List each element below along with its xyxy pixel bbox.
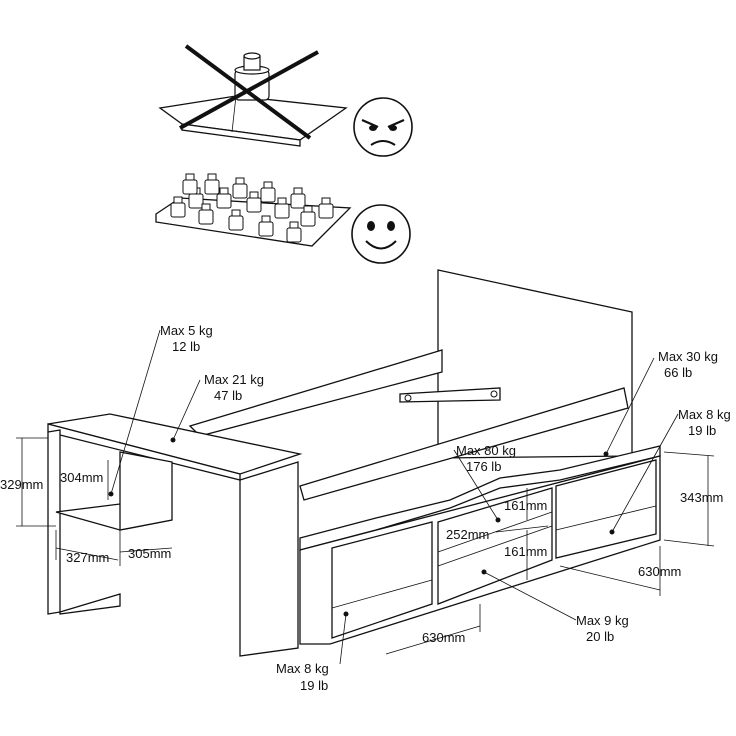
dim-right-width: 630mm (638, 564, 681, 579)
weight-icon (300, 205, 316, 227)
middle-shelf-lb: 20 lb (586, 629, 614, 644)
right-shelf-lb: 19 lb (688, 423, 716, 438)
weight-icon (232, 177, 248, 199)
desk-left-leg (47, 429, 61, 615)
dim-right-height: 343mm (680, 490, 723, 505)
weight-icon (286, 221, 302, 243)
desk-right-panel (239, 461, 299, 657)
bed-top-lb: 66 lb (664, 365, 692, 380)
top-shelf-lb: 12 lb (172, 339, 200, 354)
bed-base-lb: 176 lb (466, 459, 501, 474)
desk-top (47, 413, 303, 475)
bed-base-rail (299, 387, 629, 501)
weight-icon (258, 215, 274, 237)
bed-base-kg: Max 80 kg (456, 443, 516, 458)
left-shelf-lb: 19 lb (300, 678, 328, 693)
leader-lines (110, 329, 679, 665)
weight-icon (170, 196, 186, 218)
weight-icon (216, 187, 232, 209)
middle-shelf-kg: Max 9 kg (576, 613, 629, 628)
weight-icon (198, 203, 214, 225)
right-compartment (555, 459, 657, 559)
weight-icon (182, 173, 198, 195)
right-shelf-kg: Max 8 kg (678, 407, 731, 422)
dim-desk-shelf-width: 327mm (66, 550, 109, 565)
dim-desk-gap: 305mm (128, 546, 171, 561)
bed-top-kg: Max 30 kg (658, 349, 718, 364)
cabin-bed-drawing (47, 269, 661, 657)
dimension-lines (16, 437, 715, 655)
distributed-weights-icon (170, 173, 334, 243)
labels: Max 5 kg 12 lb Max 21 kg 47 lb Max 30 kg… (0, 323, 731, 693)
wrong-load-illustration (158, 44, 348, 147)
weight-icon (260, 181, 276, 203)
dim-step-height-bottom: 161mm (504, 544, 547, 559)
weight-icon (274, 197, 290, 219)
weight-icon (290, 187, 306, 209)
dim-desk-shelf-depth: 304mm (60, 470, 103, 485)
hanging-bar (399, 387, 501, 403)
weight-icon (204, 173, 220, 195)
dim-desk-height: 329mm (0, 477, 43, 492)
dim-left-width: 630mm (422, 630, 465, 645)
desk-top-kg: Max 21 kg (204, 372, 264, 387)
desk-top-lb: 47 lb (214, 388, 242, 403)
weight-icon (228, 209, 244, 231)
weight-icon (246, 191, 262, 213)
happy-face-icon (351, 204, 411, 264)
dim-step-height-top: 161mm (504, 498, 547, 513)
angry-face-icon (353, 97, 413, 157)
desk-shelf-divider (119, 451, 173, 531)
x-cross-icon (179, 44, 319, 140)
right-load-illustration (155, 173, 352, 247)
top-shelf-kg: Max 5 kg (160, 323, 213, 338)
dim-middle-depth: 252mm (446, 527, 489, 542)
left-shelf-kg: Max 8 kg (276, 661, 329, 676)
weight-icon (318, 197, 334, 219)
